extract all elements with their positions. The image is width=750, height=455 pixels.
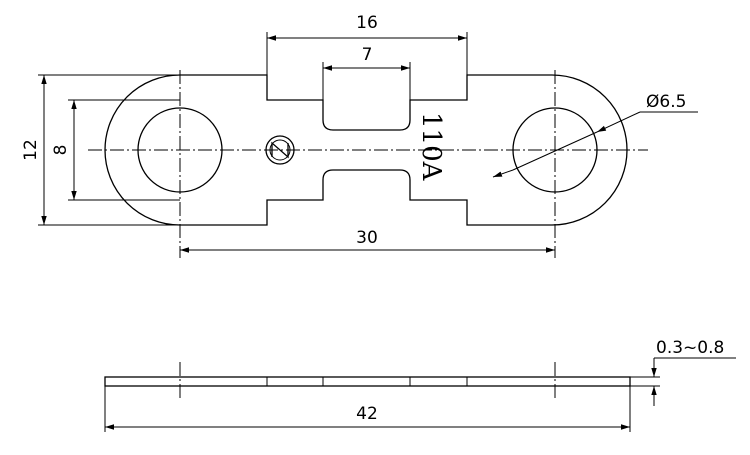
dimension-16-label: 16 bbox=[356, 13, 378, 33]
dimension-hole-diameter: Ø6.5 bbox=[492, 92, 698, 178]
dimension-42: 42 bbox=[104, 386, 631, 432]
dimension-hole-diameter-label: Ø6.5 bbox=[646, 92, 686, 112]
dimension-8-label: 8 bbox=[51, 145, 71, 156]
dimension-8: 8 bbox=[51, 99, 180, 201]
dimension-30-label: 30 bbox=[356, 228, 378, 248]
dimension-thickness-label: 0.3~0.8 bbox=[656, 338, 724, 358]
dimension-12-label: 12 bbox=[21, 139, 41, 161]
fuse-logo-icon bbox=[265, 135, 295, 165]
dimension-thickness: 0.3~0.8 bbox=[630, 338, 736, 406]
dimension-42-label: 42 bbox=[356, 404, 378, 424]
dimension-16: 16 bbox=[266, 13, 468, 75]
fuse-side-view bbox=[104, 362, 631, 400]
rating-label: 110A bbox=[416, 112, 446, 182]
dimension-12: 12 bbox=[21, 74, 180, 226]
dimension-7-label: 7 bbox=[362, 45, 373, 65]
fuse-body-outline bbox=[104, 74, 628, 226]
dimension-7: 7 bbox=[322, 45, 411, 100]
dimension-30: 30 bbox=[180, 228, 555, 253]
